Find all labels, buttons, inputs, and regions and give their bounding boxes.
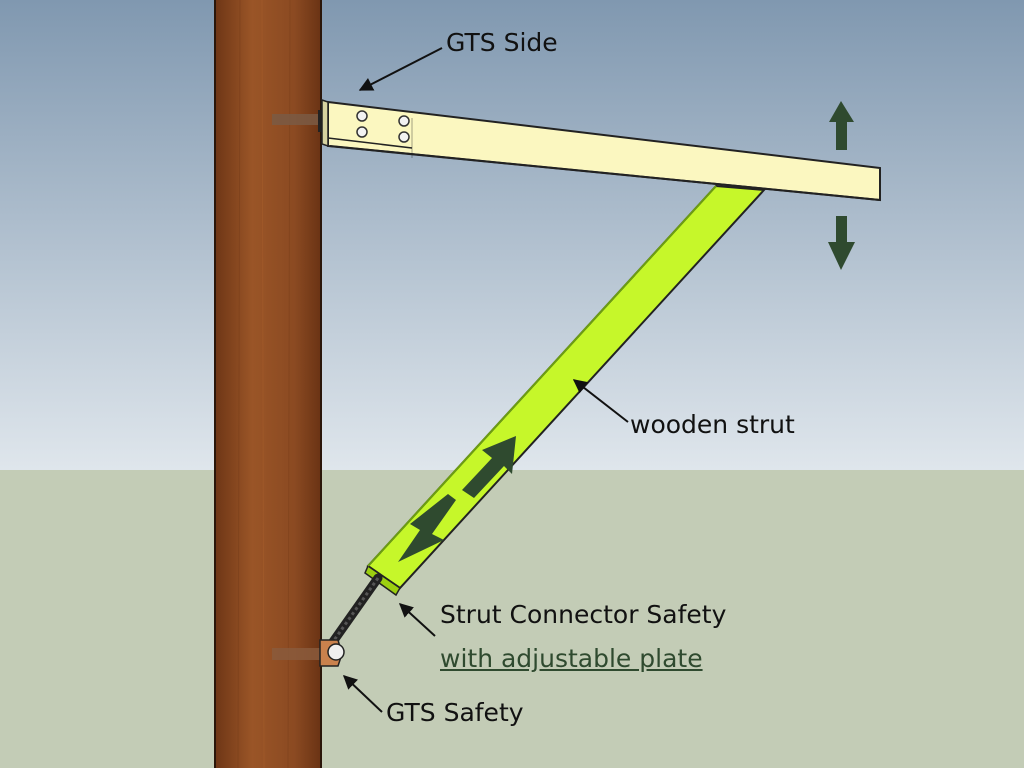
double-arrow-icon [398, 436, 516, 562]
strut-connector-label: Strut Connector Safety [440, 600, 727, 629]
lower-through-bolt [272, 639, 345, 667]
sky [0, 0, 1024, 470]
ground [0, 470, 1024, 768]
wooden-strut-label: wooden strut [630, 410, 795, 439]
strut-connector-leader [398, 603, 436, 637]
up-arrow-icon [829, 101, 854, 150]
wooden-strut-leader [572, 379, 629, 423]
gts-side-leader [358, 47, 443, 91]
gts-safety-leader [342, 675, 383, 713]
callout-arrows [342, 47, 629, 713]
crossarm [321, 98, 881, 202]
gts-side-label: GTS Side [446, 28, 558, 57]
down-arrow-icon [828, 216, 855, 270]
strut-connector-rod [325, 573, 383, 651]
adjustable-plate-link[interactable]: with adjustable plate [440, 644, 703, 673]
gts-plate-bolts [356, 110, 410, 143]
gts-safety-label: GTS Safety [386, 698, 524, 727]
